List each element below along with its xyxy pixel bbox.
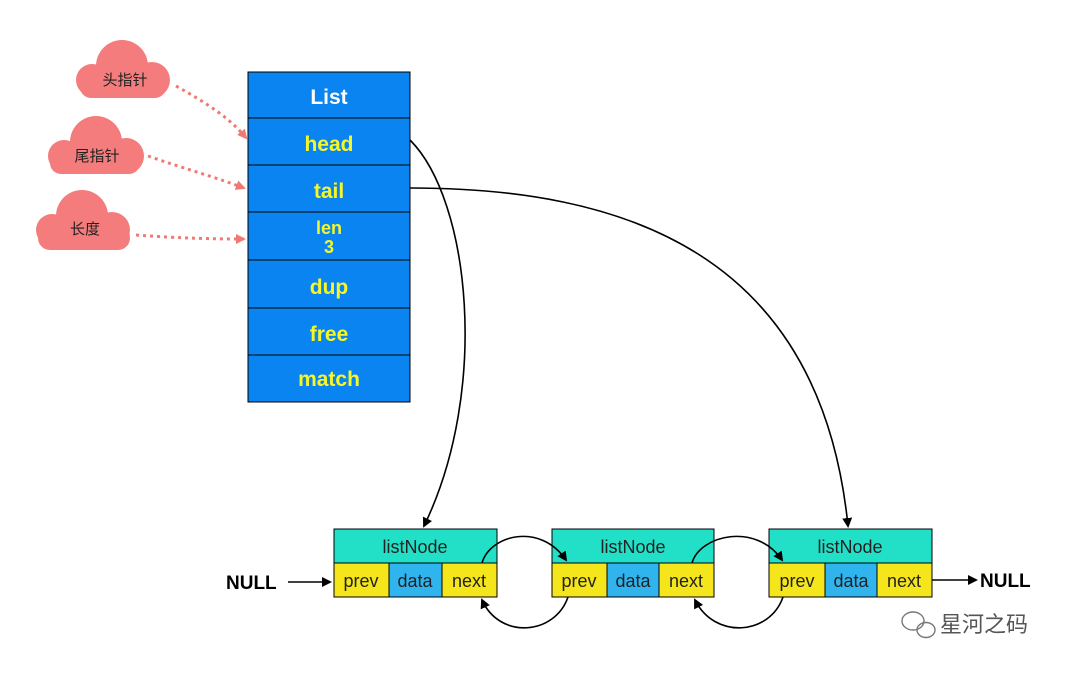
list-field-match: match (298, 368, 360, 391)
tail-to-last-node-arrow (409, 187, 853, 528)
cloud-tail-pointer: 尾指针 (48, 116, 144, 174)
node-title: listNode (817, 537, 882, 557)
node-prev-box (551, 562, 608, 598)
cloud-icon (48, 116, 144, 174)
prev-arrow-3-2 (694, 596, 784, 629)
cloud-head-pointer: 头指针 (76, 40, 170, 98)
list-field-free: free (310, 323, 349, 346)
node-prev: prev (561, 571, 596, 591)
list-box (247, 71, 411, 403)
wechat-icon (901, 611, 936, 639)
node-data-box (606, 562, 660, 598)
next-arrow-1-2 (481, 535, 568, 564)
watermark-text: 星河之码 (940, 613, 1028, 638)
node-prev-box (768, 562, 826, 598)
node-next: next (669, 571, 703, 591)
node-title: listNode (600, 537, 665, 557)
cloud-length: 长度 (36, 190, 130, 250)
list-field-head: head (304, 133, 353, 156)
node-prev: prev (779, 571, 814, 591)
list-node-3: listNode prev data next (768, 528, 933, 598)
list-field-dup: dup (310, 276, 348, 299)
node-data: data (397, 571, 433, 591)
head-pointer-arrow (175, 84, 248, 140)
watermark: 星河之码 (901, 611, 1028, 639)
node-prev: prev (343, 571, 378, 591)
node-next-box (658, 562, 715, 598)
node-title: listNode (382, 537, 447, 557)
node-next-box (441, 562, 498, 598)
node-data: data (833, 571, 869, 591)
node-title-box (333, 528, 498, 564)
list-title: List (310, 86, 347, 109)
null-right-label: NULL (980, 571, 1031, 592)
node-prev-box (333, 562, 390, 598)
list-field-tail: tail (314, 180, 344, 203)
next-arrow-2-3 (691, 535, 784, 564)
list-struct: List head tail len 3 dup free match (247, 71, 411, 403)
head-pointer-label: 头指针 (102, 71, 147, 89)
cloud-icon (76, 40, 170, 98)
list-field-len: len (316, 218, 342, 238)
length-pointer-arrow (135, 233, 246, 244)
node-data-box (824, 562, 878, 598)
node-next-box (876, 562, 933, 598)
node-next: next (452, 571, 486, 591)
list-node-2: listNode prev data next (551, 528, 715, 598)
node-data: data (615, 571, 651, 591)
null-left-label: NULL (226, 573, 277, 594)
tail-pointer-label: 尾指针 (74, 147, 119, 165)
node-title-box (551, 528, 715, 564)
prev-arrow-2-1 (480, 596, 569, 629)
list-node-1: listNode prev data next (333, 528, 498, 598)
tail-pointer-arrow (147, 154, 246, 190)
head-to-first-node-arrow (409, 139, 466, 528)
node-next: next (887, 571, 921, 591)
length-label: 长度 (70, 220, 100, 238)
list-field-len-value: 3 (324, 237, 334, 257)
cloud-icon (36, 190, 130, 250)
node-data-box (388, 562, 443, 598)
